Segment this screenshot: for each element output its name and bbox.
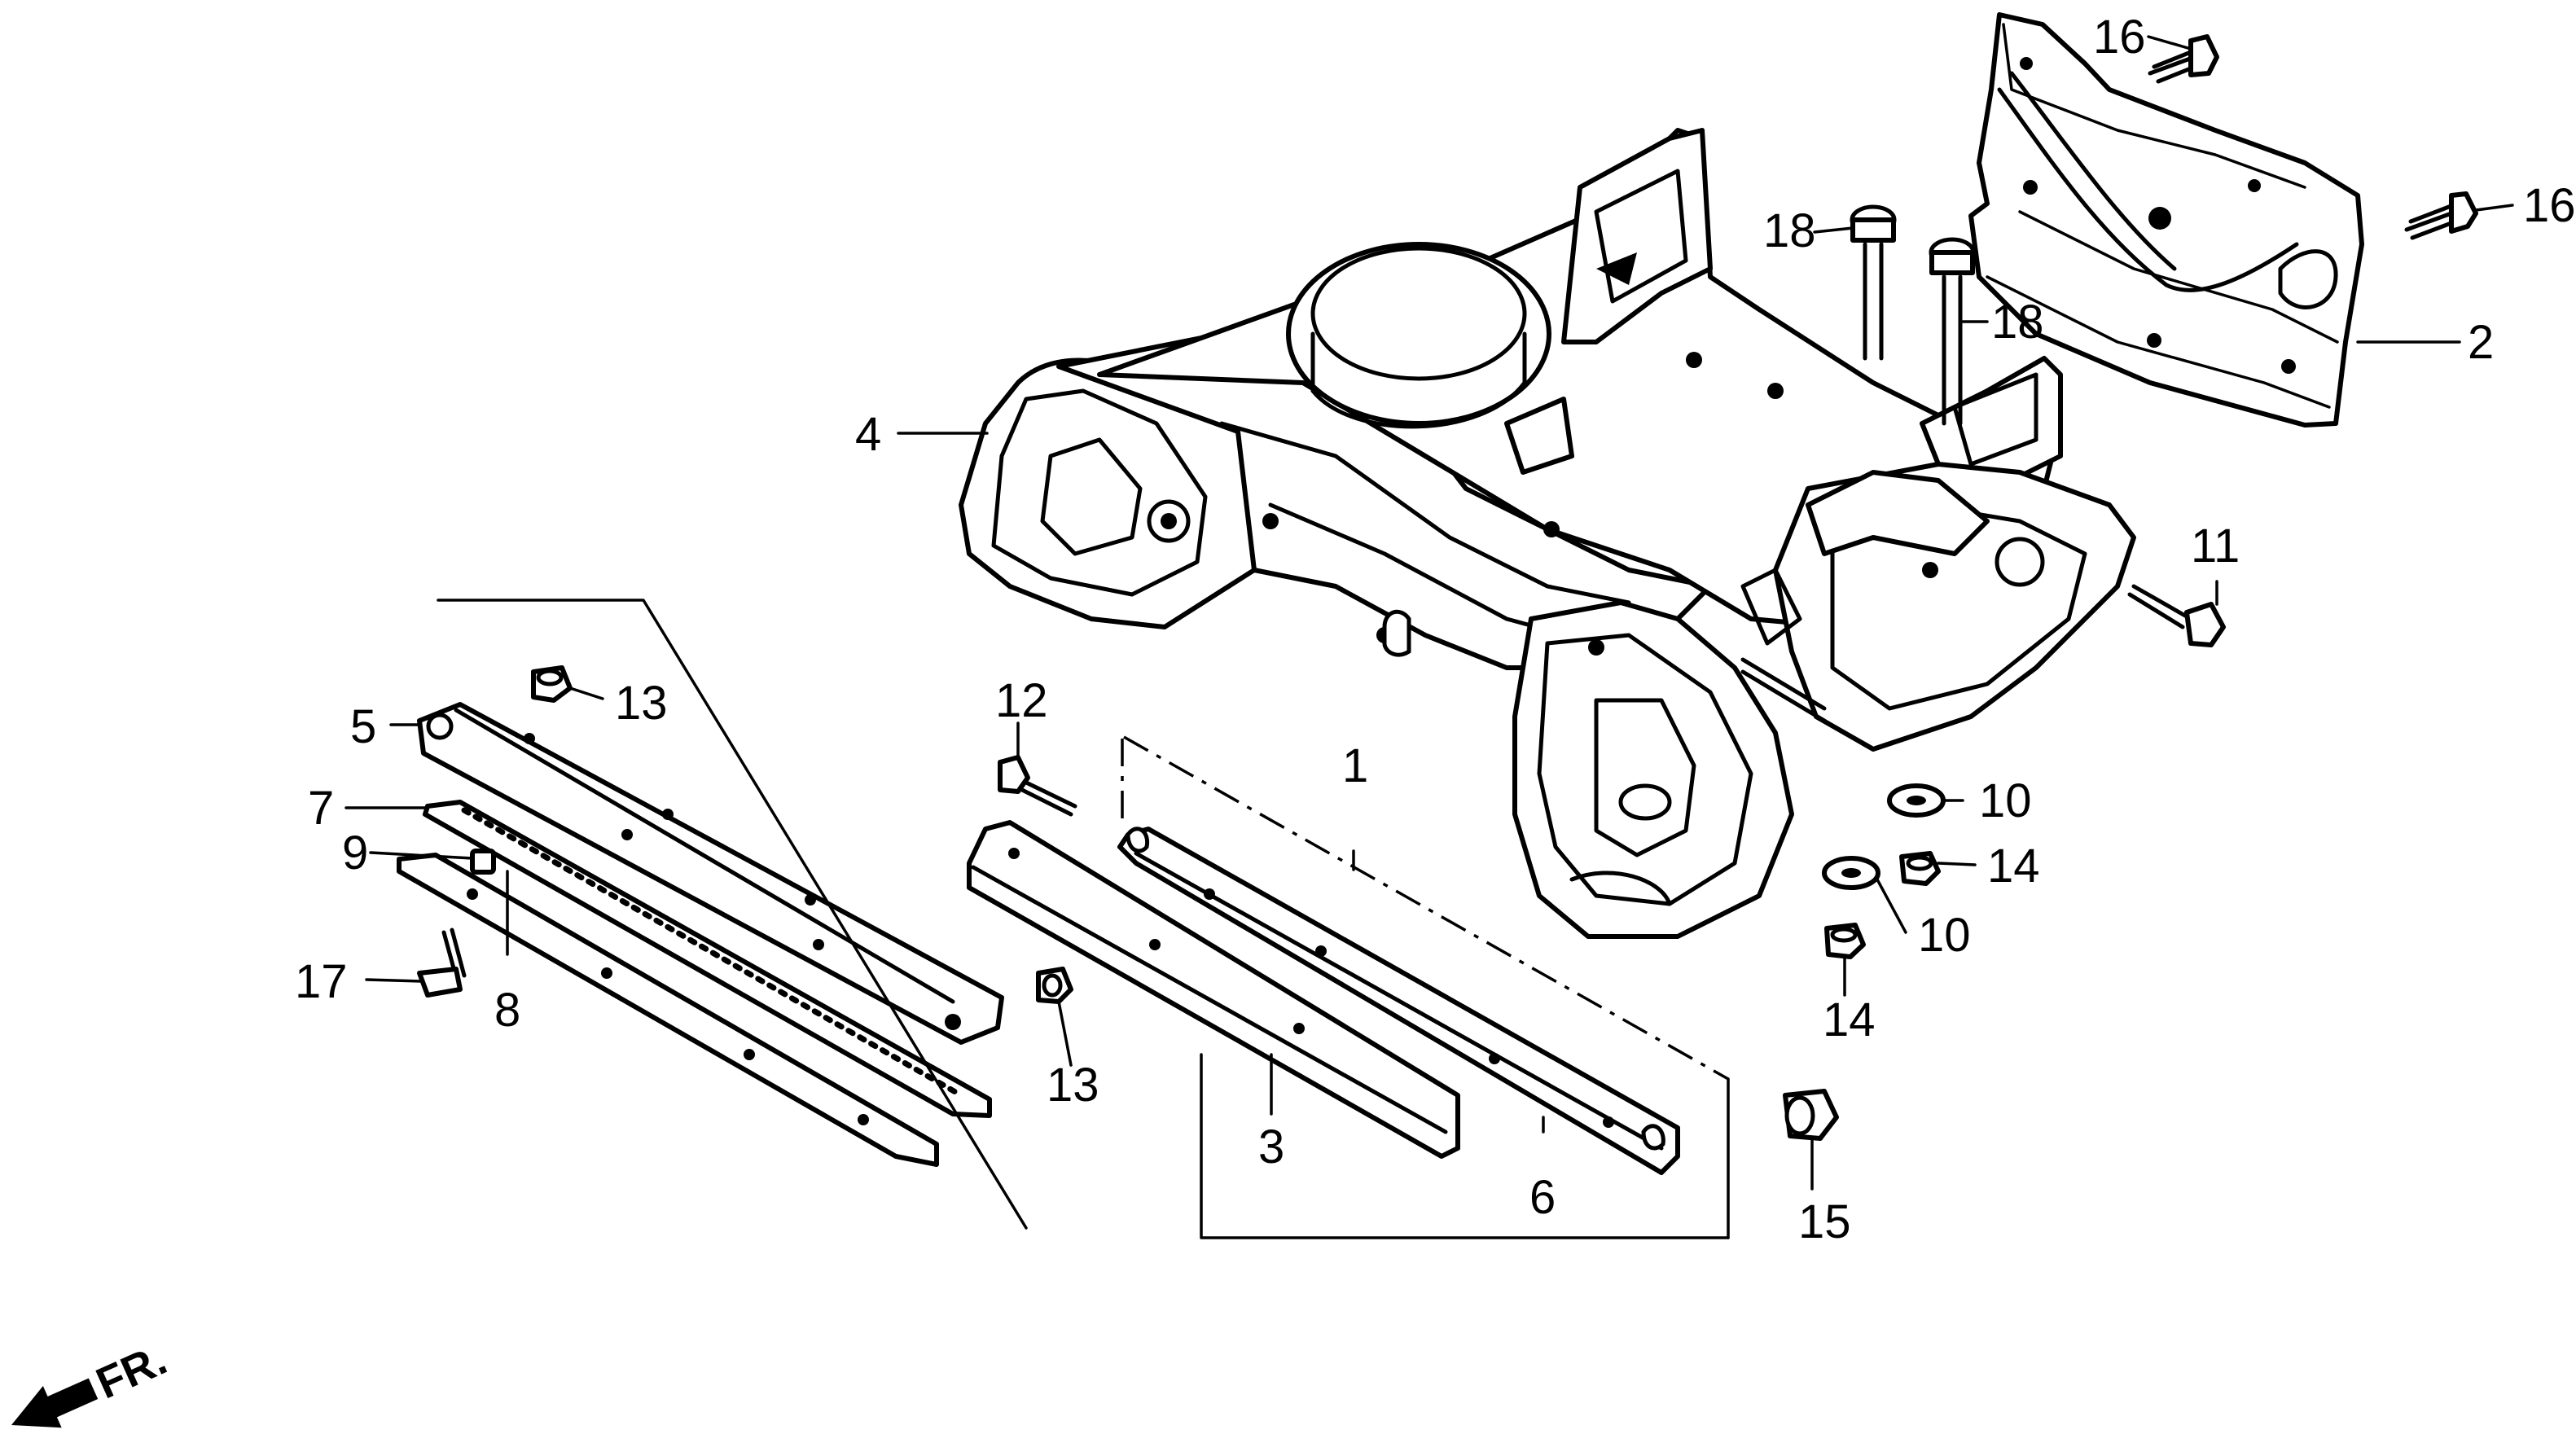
callout-16-top: 16 xyxy=(2093,11,2146,64)
leader-lines xyxy=(344,35,2514,1191)
rear-bracket-plate xyxy=(1968,12,2364,428)
nut-14-upper xyxy=(1899,851,1941,886)
callout-14-lower: 14 xyxy=(1823,993,1876,1046)
callout-18-left: 18 xyxy=(1763,204,1816,257)
callout-12: 12 xyxy=(995,674,1048,727)
callout-10-upper: 10 xyxy=(1979,774,2032,827)
center-rail-assembly xyxy=(967,820,1680,1175)
callout-8: 8 xyxy=(494,984,520,1037)
front-direction-indicator: FR. xyxy=(11,1335,174,1428)
callout-2: 2 xyxy=(2468,316,2494,369)
callout-15: 15 xyxy=(1798,1195,1851,1248)
callout-18-right: 18 xyxy=(1991,296,2044,349)
callout-1: 1 xyxy=(1342,739,1368,792)
callouts: 1 2 3 4 5 6 7 8 9 10 10 11 12 13 13 14 1… xyxy=(295,11,2576,1248)
bolt-12 xyxy=(998,755,1077,817)
callout-13-top: 13 xyxy=(615,677,668,730)
callout-14-upper: 14 xyxy=(1987,840,2040,892)
callout-11: 11 xyxy=(2191,520,2240,572)
bolt-18-right xyxy=(1929,237,1976,426)
callout-10-lower: 10 xyxy=(1918,909,1971,962)
bolt-16-top xyxy=(2148,34,2219,84)
callout-5: 5 xyxy=(350,700,376,753)
front-label: FR. xyxy=(90,1335,174,1408)
washer-10-upper xyxy=(1887,783,1946,818)
bolt-11 xyxy=(2127,584,2226,647)
nut-14-lower xyxy=(1824,923,1866,959)
callout-16-right: 16 xyxy=(2523,179,2576,232)
nut-13-mid xyxy=(1036,967,1073,1004)
callout-3: 3 xyxy=(1258,1121,1284,1173)
group-lines xyxy=(437,599,1730,1239)
callout-13-mid: 13 xyxy=(1047,1059,1099,1112)
bolt-18-left xyxy=(1850,204,1897,361)
bolt-17 xyxy=(417,928,467,998)
callout-7: 7 xyxy=(308,782,334,835)
washer-10-lower xyxy=(1822,856,1880,890)
callout-6: 6 xyxy=(1529,1171,1556,1224)
front-rail-assembly xyxy=(397,702,1004,1167)
front-arrow-icon xyxy=(11,1378,99,1428)
bolt-16-right xyxy=(2404,191,2478,240)
callout-4: 4 xyxy=(855,408,881,461)
callout-17: 17 xyxy=(295,955,348,1008)
nut-15 xyxy=(1783,1089,1839,1141)
sub-frame xyxy=(959,128,2136,939)
callout-9: 9 xyxy=(342,827,368,879)
nut-13-top xyxy=(531,665,573,703)
